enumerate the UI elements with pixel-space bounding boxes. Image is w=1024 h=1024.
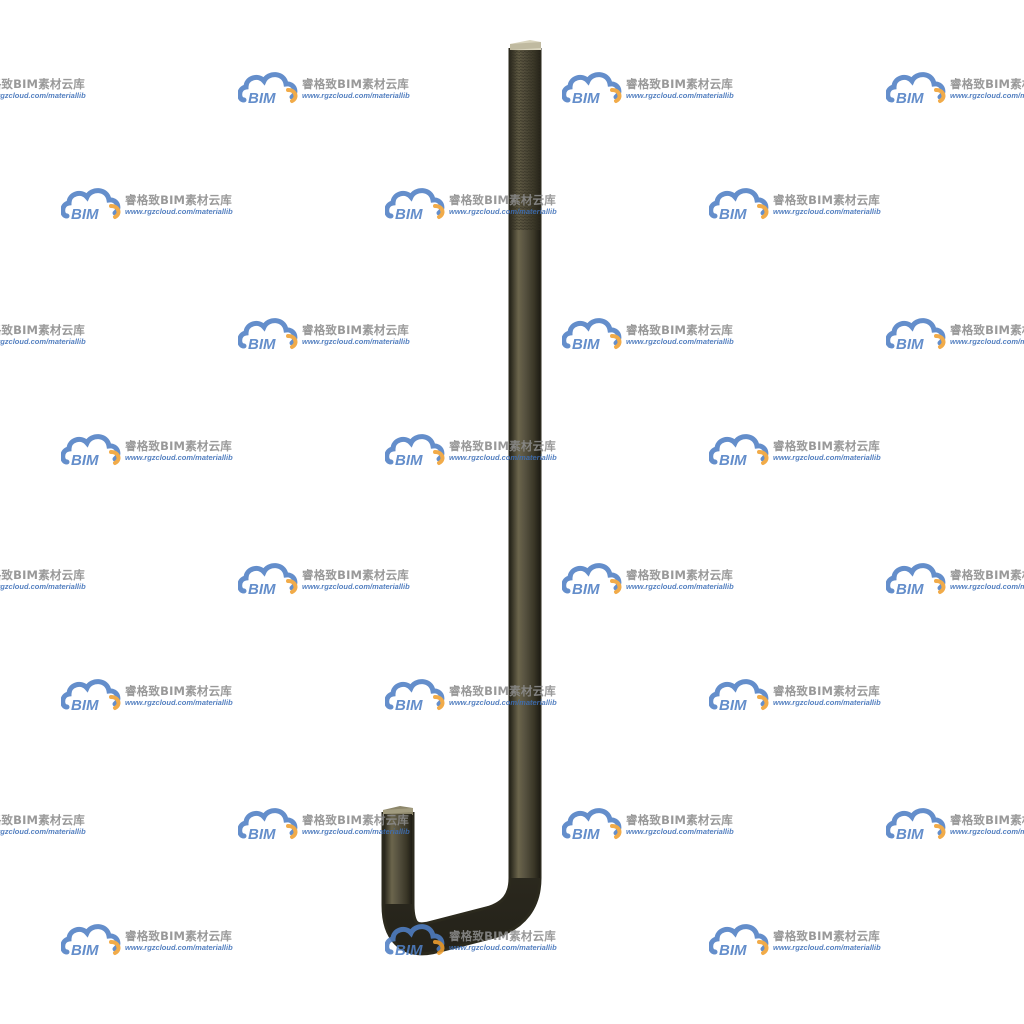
bolt-body-shape — [381, 48, 542, 956]
bolt-thread-section — [510, 48, 540, 230]
